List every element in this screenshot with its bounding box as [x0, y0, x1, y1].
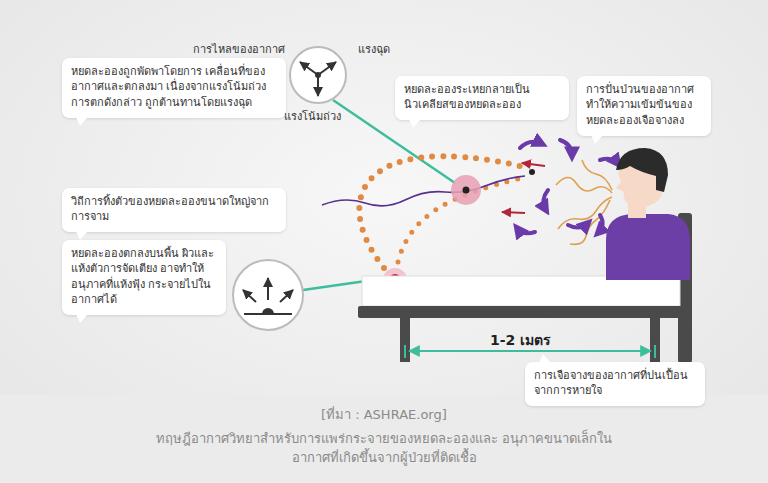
force-diagram [290, 47, 346, 103]
callout-text: หยดละอองตกลงบนพื้น ผิวและแห้งตัวการจัดเต… [71, 246, 217, 308]
caption: ทฤษฎีอากาศวิทยาสำหรับการแพร่กระจายของหยด… [144, 430, 624, 468]
force-label: แรงโน้มถ่วง [284, 107, 341, 125]
drag-arrow [522, 163, 545, 166]
callout-tail [409, 119, 423, 128]
callout-tail [76, 314, 90, 323]
airflow-line [322, 176, 525, 206]
droplet-core [463, 187, 470, 194]
callout-tail [539, 354, 553, 363]
callout-tail [591, 135, 605, 144]
force-label: การไหลของอากาศ [193, 40, 285, 58]
callout-text: การปั่นป่วนของอากาศ ทำให้ความเข้มข้นของ … [586, 82, 702, 128]
turbulence [517, 140, 618, 233]
force-label: แรงฉุด [358, 40, 390, 58]
droplet-nucleus [451, 175, 481, 205]
callout-box: การปั่นป่วนของอากาศ ทำให้ความเข้มข้นของ … [577, 76, 711, 136]
callout-text: การเจือจางของอากาศที่ปนเปื้อน จากการหายใ… [534, 368, 696, 399]
callout-box: หยดละอองตกลงบนพื้น ผิวและแห้งตัวการจัดเต… [62, 240, 226, 315]
callout-text: วิถีการทิ้งตัวของหยดละอองขนาดใหญ่จาก การ… [71, 194, 277, 225]
callout-tail [76, 117, 90, 126]
callout-text: หยดละอองถูกพัดพาโดยการ เคลื่อนที่ของอากา… [71, 64, 277, 110]
floor-band [0, 395, 768, 483]
large-droplet-path [359, 156, 520, 268]
small-droplet [529, 169, 535, 175]
patient [606, 148, 690, 280]
callout-box: หยดละอองถูกพัดพาโดยการ เคลื่อนที่ของอากา… [62, 58, 286, 118]
exhaled-air [556, 160, 612, 244]
callout-text: หยดละอองระเหยกลายเป็น นิวเคลียสของหยดละอ… [404, 82, 560, 113]
callout-tail [76, 231, 90, 240]
bed [358, 213, 692, 363]
surface-diagram [233, 260, 303, 330]
drag-arrow [502, 212, 525, 213]
callout-box: การเจือจางของอากาศที่ปนเปื้อน จากการหายใ… [525, 362, 705, 406]
callout-box: หยดละอองระเหยกลายเป็น นิวเคลียสของหยดละอ… [395, 76, 569, 120]
callout-box: วิถีการทิ้งตัวของหยดละอองขนาดใหญ่จาก การ… [62, 188, 286, 232]
dimension-label: 1-2 เมตร [490, 329, 551, 351]
source-note: [ที่มา : ASHRAE.org] [321, 404, 447, 425]
